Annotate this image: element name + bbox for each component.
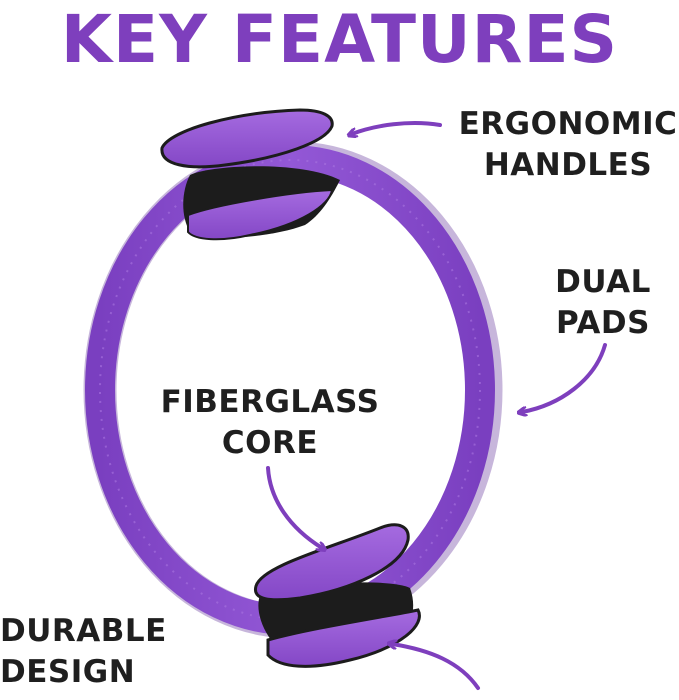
label-line: DUAL xyxy=(555,264,651,300)
curved-arrow-icon xyxy=(352,121,442,134)
label-line: FIBERGLASS xyxy=(160,384,380,420)
page-title: KEY FEATURES xyxy=(60,1,619,78)
label-line: ERGONOMIC xyxy=(458,106,678,142)
label-ergonomic-handles: ERGONOMIC HANDLES xyxy=(458,104,678,186)
label-line: CORE xyxy=(221,425,319,461)
curved-arrow-icon xyxy=(522,343,607,412)
label-durable-design: DURABLE DESIGN xyxy=(0,611,170,693)
label-line: DURABLE xyxy=(0,613,167,649)
curved-arrow-icon xyxy=(392,644,480,690)
label-dual-pads: DUAL PADS xyxy=(548,262,658,344)
label-fiberglass-core: FIBERGLASS CORE xyxy=(160,382,380,464)
bottom-handle xyxy=(254,523,421,668)
curved-arrow-icon xyxy=(266,466,322,548)
label-line: PADS xyxy=(556,305,650,341)
label-line: DESIGN xyxy=(0,654,136,690)
top-handle xyxy=(160,108,340,241)
label-line: HANDLES xyxy=(483,147,653,183)
